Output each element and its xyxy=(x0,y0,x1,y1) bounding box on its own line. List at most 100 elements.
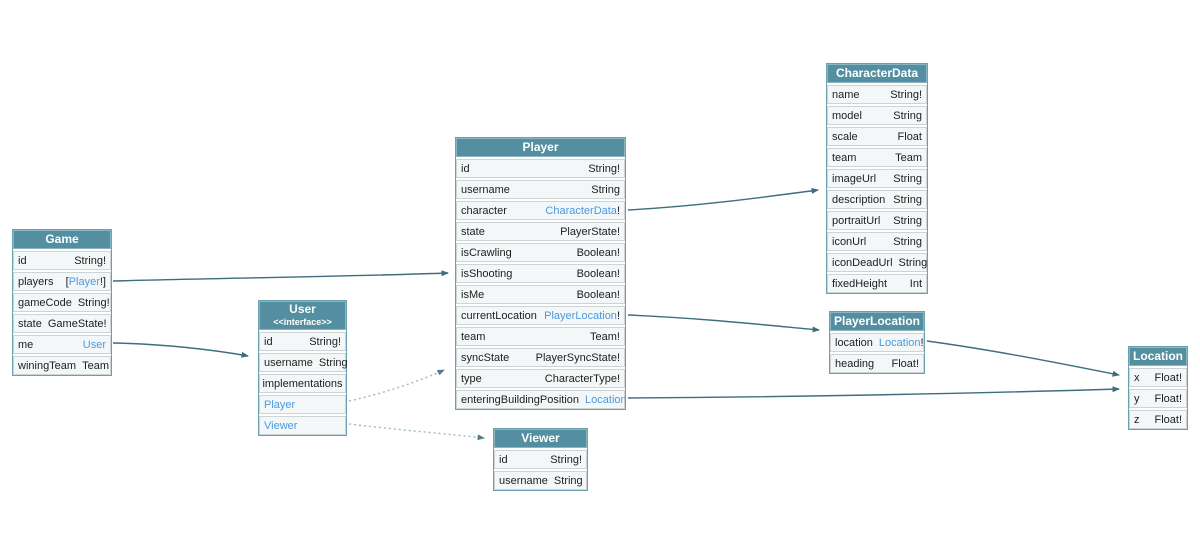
type-link[interactable]: Player xyxy=(264,398,296,411)
type-link[interactable]: PlayerLocation xyxy=(544,309,617,322)
field-row: gameCode String! xyxy=(13,293,111,312)
field-name: model xyxy=(832,109,862,122)
field-type: PlayerSyncState! xyxy=(536,352,620,364)
table-header-viewer[interactable]: Viewer xyxy=(494,429,587,448)
implementation-row: Viewer xyxy=(259,416,346,435)
type-text: String xyxy=(893,235,922,248)
type-text: Float! xyxy=(1154,413,1182,426)
field-name: gameCode xyxy=(18,296,72,309)
table-header-location[interactable]: Location xyxy=(1129,347,1187,366)
field-type: Float! xyxy=(891,358,919,370)
field-name: username xyxy=(499,474,548,487)
field-row: character CharacterData! xyxy=(456,201,625,220)
field-type: PlayerLocation! xyxy=(544,310,620,322)
type-text: Float! xyxy=(1154,392,1182,405)
field-row: scale Float xyxy=(827,127,927,146)
field-name: id xyxy=(461,162,470,175)
edge-game-players-to-player xyxy=(112,270,449,282)
type-text: String xyxy=(893,193,922,206)
type-text: String xyxy=(318,356,348,369)
field-type: CharacterData! xyxy=(545,205,620,217)
field-type: Float! xyxy=(1154,393,1182,405)
type-text: Float! xyxy=(1154,371,1182,384)
table-playerlocation: PlayerLocation location Location! heading Fl… xyxy=(829,311,925,374)
table-header-user[interactable]: User<<interface>> xyxy=(259,301,346,330)
table-title: Viewer xyxy=(521,431,560,445)
type-link[interactable]: Viewer xyxy=(264,419,298,432)
type-link[interactable]: Location xyxy=(585,393,627,406)
type-text: Float xyxy=(897,130,922,143)
field-name: location xyxy=(835,336,873,349)
field-type: Boolean! xyxy=(577,247,620,259)
field-type: Int xyxy=(910,278,922,290)
field-name: x xyxy=(1134,371,1140,384)
field-type: String! xyxy=(890,89,922,101)
type-link[interactable]: User xyxy=(82,338,106,351)
field-name: isMe xyxy=(461,288,485,301)
field-row: fixedHeight Int xyxy=(827,274,927,293)
field-name: heading xyxy=(835,357,875,370)
edge-user-player-to-player xyxy=(348,369,445,402)
field-type: String! xyxy=(588,163,620,175)
field-name: fixedHeight xyxy=(832,277,888,290)
field-type: Boolean! xyxy=(577,289,620,301)
type-text: [ xyxy=(65,275,69,288)
table-title: User xyxy=(289,302,316,316)
table-header-player[interactable]: Player xyxy=(456,138,625,157)
type-text: CharacterType! xyxy=(544,372,620,385)
implementation-row: Player xyxy=(259,395,346,414)
type-link[interactable]: Player xyxy=(68,275,100,288)
field-type: Location xyxy=(585,394,627,406)
table-title: PlayerLocation xyxy=(833,314,921,328)
field-name: scale xyxy=(832,130,858,143)
field-row: state PlayerState! xyxy=(456,222,625,241)
field-row: x Float! xyxy=(1129,368,1187,387)
type-text: Team xyxy=(82,359,109,372)
field-name: isShooting xyxy=(461,267,513,280)
field-type: String! xyxy=(78,297,110,309)
table-header-playerlocation[interactable]: PlayerLocation xyxy=(830,312,924,331)
field-name: portraitUrl xyxy=(832,214,881,227)
table-title: Player xyxy=(522,140,559,154)
type-text: ! xyxy=(920,336,924,349)
type-text: String xyxy=(898,256,928,269)
field-name: state xyxy=(461,225,485,238)
field-name: team xyxy=(461,330,486,343)
type-text: Float! xyxy=(891,357,919,370)
type-text: String! xyxy=(550,453,582,466)
table-header-game[interactable]: Game xyxy=(13,230,111,249)
type-text: Boolean! xyxy=(576,288,620,301)
implementations-section-row: implementations xyxy=(259,374,346,393)
edge-player-enteringbuildingposition-to-location xyxy=(627,386,1120,399)
type-link[interactable]: CharacterData xyxy=(545,204,617,217)
type-text: String! xyxy=(588,162,620,175)
field-row: id String! xyxy=(456,159,625,178)
field-type: String xyxy=(893,173,922,185)
type-text: String! xyxy=(77,296,110,309)
field-name: y xyxy=(1134,392,1140,405)
field-type: String xyxy=(893,236,922,248)
field-name: character xyxy=(461,204,507,217)
table-header-characterdata[interactable]: CharacterData xyxy=(827,64,927,83)
type-text: String xyxy=(893,172,922,185)
type-link[interactable]: Location xyxy=(878,336,921,349)
field-name: username xyxy=(461,183,510,196)
type-text: String xyxy=(893,109,922,122)
field-type: PlayerState! xyxy=(560,226,620,238)
